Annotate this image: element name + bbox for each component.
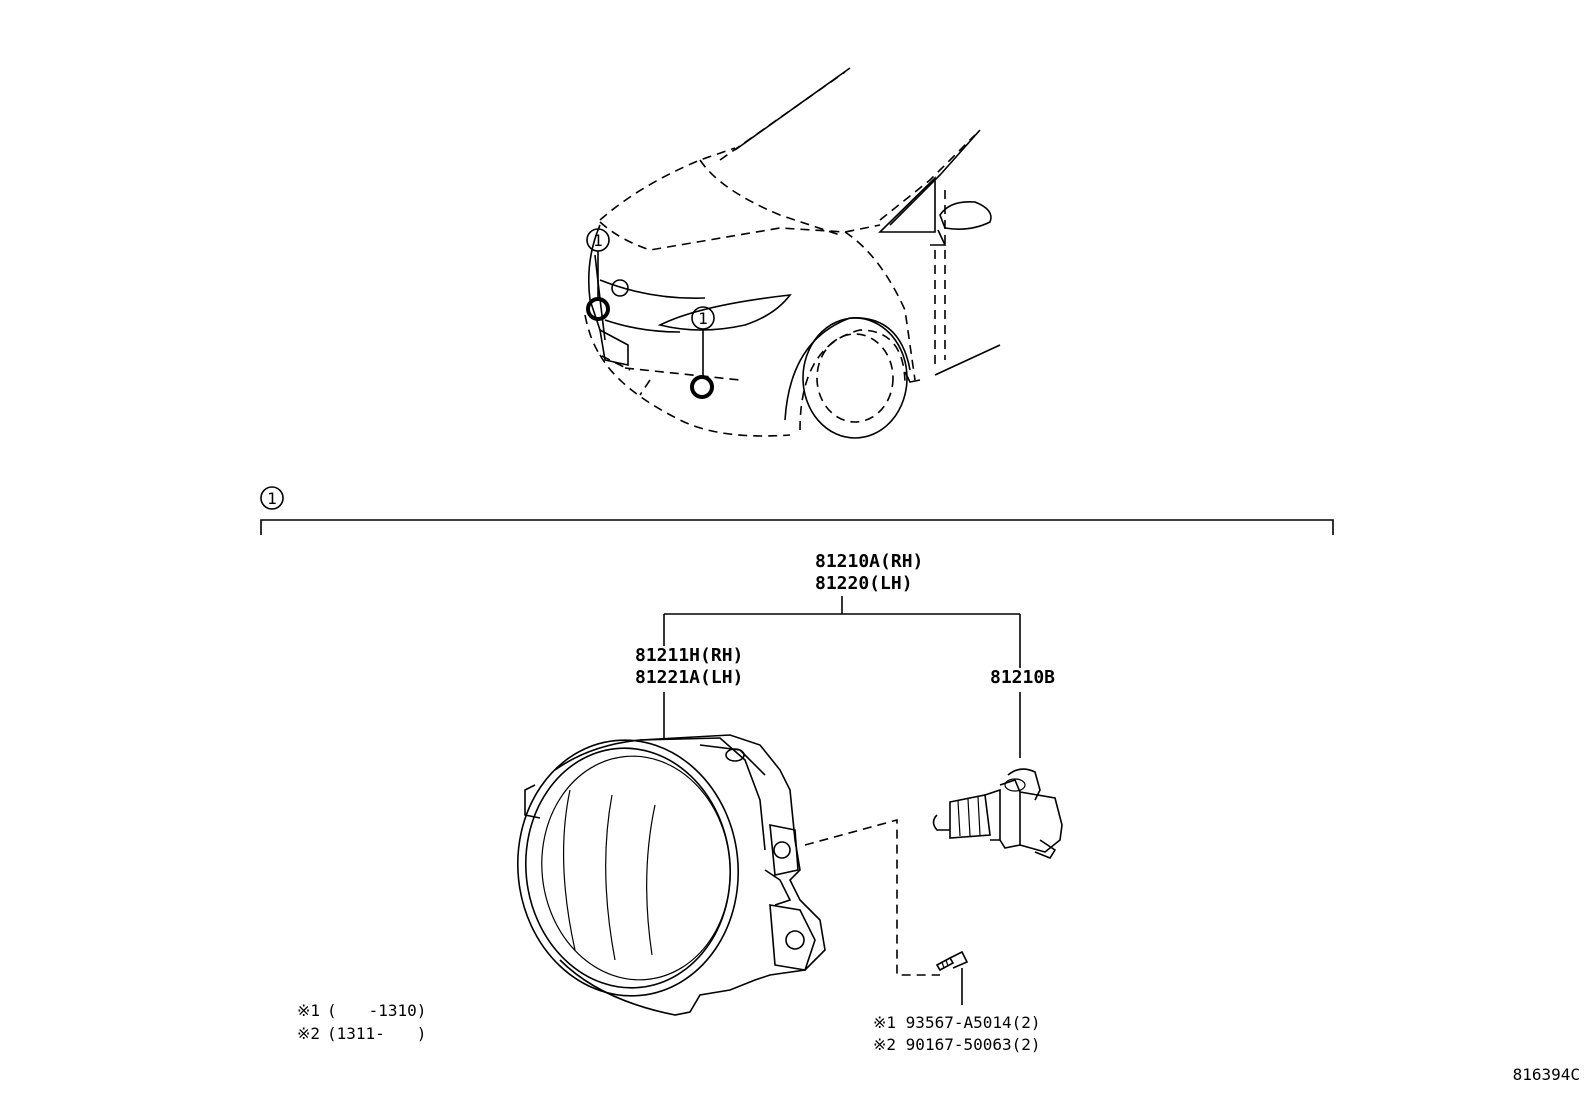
section-bracket: 1 [260, 486, 1334, 535]
callout-1-lower-label: 1 [698, 309, 708, 328]
part-label-unit-rh: 81211H(RH) [635, 645, 743, 666]
note-2-mark: ※2 [297, 1024, 320, 1043]
part-label-bulb: 81210B [990, 667, 1055, 688]
fog-lamp-marker-upper [586, 297, 610, 321]
section-callout-label: 1 [267, 489, 277, 508]
screw-leader-dashed [804, 818, 940, 976]
diagram-id: 816394C [1513, 1065, 1580, 1084]
fog-lamp-unit-illustration [516, 734, 826, 1016]
callout-1-upper-label: 1 [593, 231, 603, 250]
part-label-screw-2: ※2 90167-50063(2) [873, 1035, 1041, 1054]
note-1-range: ( -1310) [327, 1001, 426, 1020]
bulb-illustration [932, 768, 1063, 859]
screw-illustration [935, 950, 969, 1005]
callout-1-upper: 1 [586, 228, 610, 299]
fog-lamp-marker-lower [690, 375, 714, 399]
assembly-leader-lines [663, 596, 1021, 758]
note-2-range: (1311- ) [327, 1024, 426, 1043]
note-1-mark: ※1 [297, 1001, 320, 1020]
part-label-assembly-rh: 81210A(RH) [815, 551, 923, 572]
part-label-unit-lh: 81221A(LH) [635, 667, 743, 688]
callout-1-lower: 1 [691, 306, 715, 377]
part-label-assembly-lh: 81220(LH) [815, 573, 913, 594]
car-overview-illustration [584, 67, 1001, 439]
part-label-screw-1: ※1 93567-A5014(2) [873, 1013, 1041, 1032]
